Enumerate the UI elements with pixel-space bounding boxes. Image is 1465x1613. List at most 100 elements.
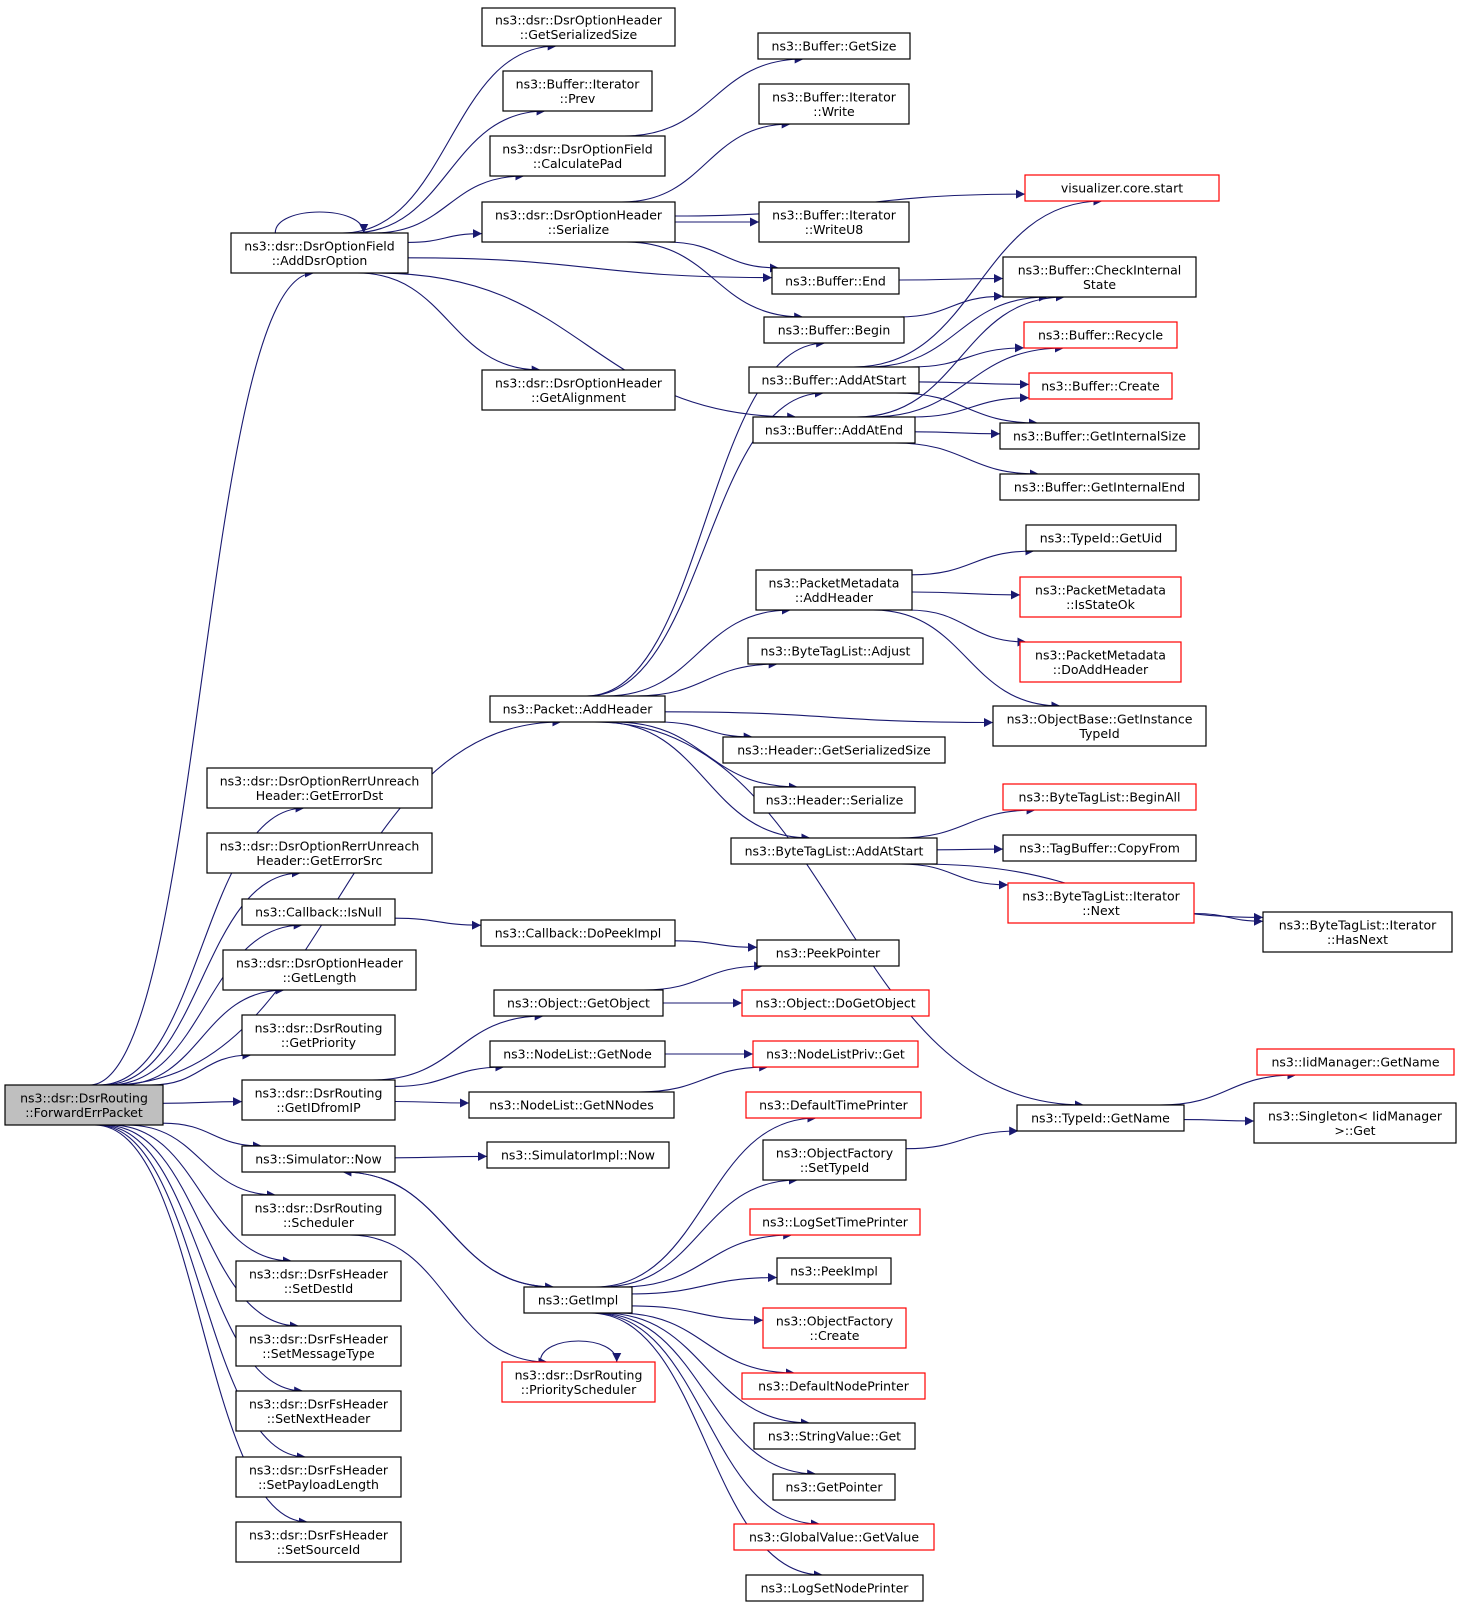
node-optHdrGetSerSize[interactable]: ns3::dsr::DsrOptionHeader::GetSerialized…: [481, 7, 676, 47]
node-cbDoPeekImpl[interactable]: ns3::Callback::DoPeekImpl: [480, 919, 676, 947]
node-fsSetSourceId[interactable]: ns3::dsr::DsrFsHeader::SetSourceId: [235, 1521, 402, 1563]
node-calcPad[interactable]: ns3::dsr::DsrOptionField::CalculatePad: [489, 135, 666, 177]
call-edge: [856, 292, 1065, 418]
node-pmAddHeader[interactable]: ns3::PacketMetadata::AddHeader: [755, 569, 913, 611]
node-box: [235, 1325, 402, 1367]
node-objDoGetObject[interactable]: ns3::Object::DoGetObject: [741, 989, 930, 1017]
node-objGetObject[interactable]: ns3::Object::GetObject: [493, 989, 664, 1017]
call-edge: [631, 1273, 778, 1295]
node-btlBeginAll[interactable]: ns3::ByteTagList::BeginAll: [1002, 783, 1197, 811]
call-edge: [394, 1062, 505, 1087]
node-optHdrGetLength[interactable]: ns3::dsr::DsrOptionHeader::GetLength: [222, 949, 417, 991]
node-hdrSerialize[interactable]: ns3::Header::Serialize: [753, 786, 916, 814]
node-ofCreate[interactable]: ns3::ObjectFactory::Create: [762, 1307, 907, 1349]
node-hdrGetSerSize[interactable]: ns3::Header::GetSerializedSize: [722, 736, 946, 764]
node-peekPointer[interactable]: ns3::PeekPointer: [756, 939, 900, 967]
call-edge: [635, 659, 778, 697]
node-box: [762, 1307, 907, 1349]
node-logSetTimePrinter[interactable]: ns3::LogSetTimePrinter: [749, 1208, 921, 1236]
node-pmIsStateOk[interactable]: ns3::PacketMetadata::IsStateOk: [1019, 576, 1182, 618]
node-bufAddAtEnd[interactable]: ns3::Buffer::AddAtEnd: [752, 416, 916, 444]
node-fsSetNextHdr[interactable]: ns3::dsr::DsrFsHeader::SetNextHeader: [235, 1390, 402, 1432]
node-fsSetPayloadLen[interactable]: ns3::dsr::DsrFsHeader::SetPayloadLength: [235, 1456, 402, 1498]
node-btlAdjust[interactable]: ns3::ByteTagList::Adjust: [747, 637, 924, 665]
node-label: ns3::dsr::DsrOptionHeader: [495, 12, 663, 27]
node-bufGetSize[interactable]: ns3::Buffer::GetSize: [757, 32, 911, 60]
node-getPointer[interactable]: ns3::GetPointer: [772, 1473, 896, 1501]
node-bufIterWriteU8[interactable]: ns3::Buffer::Iterator::WriteU8: [758, 201, 910, 243]
node-label: TypeId: [1078, 726, 1119, 741]
call-edge: [587, 388, 824, 697]
node-label: ns3::NodeListPriv::Get: [766, 1047, 905, 1062]
node-label: ::Prev: [560, 91, 596, 106]
node-vizStart[interactable]: visualizer.core.start: [1024, 174, 1220, 202]
node-bufGetIntSize[interactable]: ns3::Buffer::GetInternalSize: [999, 422, 1200, 450]
node-fsSetMsgType[interactable]: ns3::dsr::DsrFsHeader::SetMessageType: [235, 1325, 402, 1367]
node-dsrScheduler[interactable]: ns3::dsr::DsrRouting::Scheduler: [241, 1194, 396, 1236]
node-singletonGet[interactable]: ns3::Singleton< IidManager>::Get: [1253, 1102, 1457, 1144]
node-label: ::IsStateOk: [1066, 597, 1136, 612]
node-rerrGetErrDst[interactable]: ns3::dsr::DsrOptionRerrUnreachHeader::Ge…: [206, 767, 433, 809]
node-ofSetTypeId[interactable]: ns3::ObjectFactory::SetTypeId: [762, 1139, 907, 1181]
edges-layer: [89, 41, 1297, 1580]
node-label: ns3::dsr::DsrFsHeader: [249, 1331, 389, 1346]
node-iidGetName[interactable]: ns3::IidManager::GetName: [1256, 1048, 1455, 1076]
node-peekImpl[interactable]: ns3::PeekImpl: [776, 1257, 892, 1285]
node-bufCreate[interactable]: ns3::Buffer::Create: [1028, 372, 1173, 400]
call-edge: [853, 196, 1103, 368]
node-label: ns3::dsr::DsrFsHeader: [249, 1527, 389, 1542]
node-root[interactable]: ns3::dsr::DsrRouting::ForwardErrPacket: [4, 1084, 164, 1126]
node-gvGetValue[interactable]: ns3::GlobalValue::GetValue: [733, 1523, 935, 1551]
node-bufRecycle[interactable]: ns3::Buffer::Recycle: [1023, 321, 1178, 349]
node-btlIterNext[interactable]: ns3::ByteTagList::Iterator::Next: [1007, 882, 1195, 924]
call-edge: [899, 291, 1004, 318]
node-dsrGetPriority[interactable]: ns3::dsr::DsrRouting::GetPriority: [241, 1014, 396, 1056]
call-edge: [595, 1312, 817, 1479]
node-dsrGetIDfromIP[interactable]: ns3::dsr::DsrRouting::GetIDfromIP: [241, 1079, 396, 1121]
node-rerrGetErrSrc[interactable]: ns3::dsr::DsrOptionRerrUnreachHeader::Ge…: [206, 832, 433, 874]
node-box: [235, 1456, 402, 1498]
node-cbIsNull[interactable]: ns3::Callback::IsNull: [241, 898, 396, 926]
node-bufGetIntEnd[interactable]: ns3::Buffer::GetInternalEnd: [999, 473, 1200, 501]
node-optHdrSerialize[interactable]: ns3::dsr::DsrOptionHeader::Serialize: [481, 201, 676, 243]
node-bufEnd[interactable]: ns3::Buffer::End: [771, 267, 900, 295]
node-defTimePrinter[interactable]: ns3::DefaultTimePrinter: [745, 1091, 922, 1119]
node-logSetNodePrinter[interactable]: ns3::LogSetNodePrinter: [745, 1574, 924, 1602]
node-fsSetDestId[interactable]: ns3::dsr::DsrFsHeader::SetDestId: [235, 1260, 402, 1302]
node-nlGetNNodes[interactable]: ns3::NodeList::GetNNodes: [468, 1091, 675, 1119]
node-bufAddAtStart[interactable]: ns3::Buffer::AddAtStart: [748, 366, 920, 394]
node-box: [481, 201, 676, 243]
node-addDsrOption[interactable]: ns3::dsr::DsrOptionField::AddDsrOption: [230, 232, 409, 274]
node-bufIterPrev[interactable]: ns3::Buffer::Iterator::Prev: [502, 70, 653, 112]
node-strValGet[interactable]: ns3::StringValue::Get: [753, 1422, 916, 1450]
call-edge: [150, 1050, 252, 1086]
node-getImpl[interactable]: ns3::GetImpl: [523, 1286, 633, 1314]
node-box: [771, 267, 900, 295]
node-defNodePrinter[interactable]: ns3::DefaultNodePrinter: [741, 1372, 926, 1400]
node-box: [752, 1040, 919, 1068]
node-bufBegin[interactable]: ns3::Buffer::Begin: [763, 316, 905, 344]
node-typeIdGetUid[interactable]: ns3::TypeId::GetUid: [1025, 524, 1177, 552]
node-typeIdGetName[interactable]: ns3::TypeId::GetName: [1016, 1104, 1185, 1132]
node-btlIterHasNext[interactable]: ns3::ByteTagList::Iterator::HasNext: [1262, 911, 1453, 953]
node-label: ns3::Callback::IsNull: [255, 905, 382, 920]
node-btlAddAtStart[interactable]: ns3::ByteTagList::AddAtStart: [730, 837, 938, 865]
node-simImplNow[interactable]: ns3::SimulatorImpl::Now: [486, 1141, 670, 1169]
node-simNow[interactable]: ns3::Simulator::Now: [241, 1145, 396, 1173]
node-dsrPrioSched[interactable]: ns3::dsr::DsrRouting::PriorityScheduler: [501, 1361, 656, 1403]
node-nlGetNode[interactable]: ns3::NodeList::GetNode: [489, 1040, 666, 1068]
node-pktAddHeader[interactable]: ns3::Packet::AddHeader: [489, 695, 666, 723]
node-optHdrGetAlign[interactable]: ns3::dsr::DsrOptionHeader::GetAlignment: [481, 369, 676, 411]
call-edge: [911, 546, 1035, 576]
node-tagBufCopyFrom[interactable]: ns3::TagBuffer::CopyFrom: [1002, 834, 1197, 862]
node-bufIterWrite[interactable]: ns3::Buffer::Iterator::Write: [758, 83, 910, 125]
call-edge: [342, 1167, 555, 1288]
node-label: ns3::PeekImpl: [790, 1264, 878, 1279]
node-pmDoAddHeader[interactable]: ns3::PacketMetadata::DoAddHeader: [1019, 641, 1182, 683]
node-box: [489, 1040, 666, 1068]
node-nlPrivGet[interactable]: ns3::NodeListPriv::Get: [752, 1040, 919, 1068]
node-label: ns3::GetImpl: [538, 1293, 618, 1308]
